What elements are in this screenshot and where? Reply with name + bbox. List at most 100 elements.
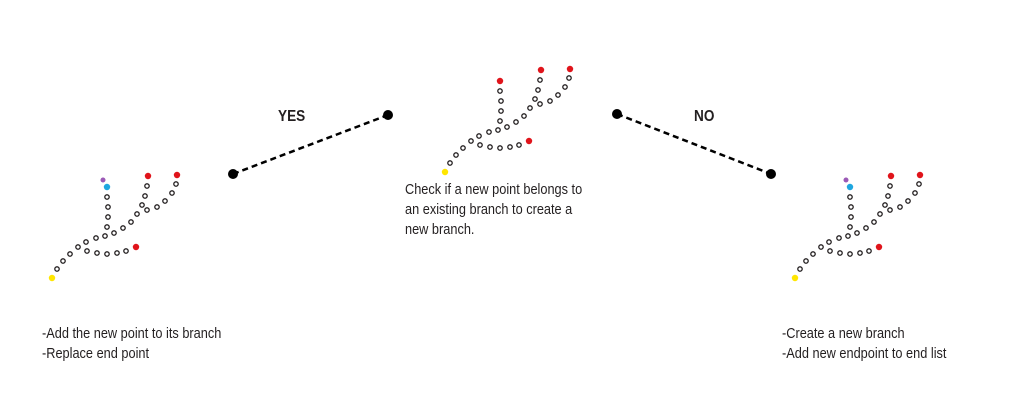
- start-point: [441, 168, 449, 176]
- path-point: [60, 258, 66, 264]
- start-point: [48, 274, 56, 282]
- path-point: [885, 193, 891, 199]
- path-point: [854, 230, 860, 236]
- new-point: [843, 177, 849, 183]
- path-point: [887, 207, 893, 213]
- branch-tree-center: [441, 65, 574, 176]
- action-line: -Replace end point: [42, 345, 150, 362]
- path-point: [845, 233, 851, 239]
- end-point: [887, 172, 895, 180]
- branch-tree-right: [791, 171, 924, 282]
- end-point: [525, 137, 533, 145]
- path-point: [504, 124, 510, 130]
- yes-label: YES: [278, 108, 306, 125]
- path-point: [866, 248, 872, 254]
- path-point: [521, 113, 527, 119]
- no-connector-start-node: [612, 109, 622, 119]
- path-point: [498, 98, 504, 104]
- path-point: [144, 183, 150, 189]
- path-point: [912, 190, 918, 196]
- path-point: [871, 219, 877, 225]
- path-point: [498, 108, 504, 114]
- action-line: -Add new endpoint to end list: [782, 345, 947, 362]
- path-point: [54, 266, 60, 272]
- path-point: [818, 244, 824, 250]
- description-line: new branch.: [405, 221, 475, 238]
- path-point: [142, 193, 148, 199]
- path-point: [476, 133, 482, 139]
- end-point: [144, 172, 152, 180]
- path-point: [162, 198, 168, 204]
- path-point: [477, 142, 483, 148]
- path-point: [877, 211, 883, 217]
- start-point: [791, 274, 799, 282]
- no-connector: [616, 112, 772, 176]
- path-point: [532, 96, 538, 102]
- end-point: [875, 243, 883, 251]
- path-point: [486, 129, 492, 135]
- path-point: [848, 204, 854, 210]
- path-point: [128, 219, 134, 225]
- path-point: [102, 233, 108, 239]
- end-point: [566, 65, 574, 73]
- path-point: [447, 160, 453, 166]
- branch-tree-left: [48, 171, 181, 282]
- path-point: [887, 183, 893, 189]
- path-point: [566, 75, 572, 81]
- path-point: [104, 194, 110, 200]
- path-point: [75, 244, 81, 250]
- description-line: Check if a new point belongs to: [405, 181, 583, 198]
- path-point: [848, 214, 854, 220]
- no-connector-end-node: [766, 169, 776, 179]
- path-point: [827, 248, 833, 254]
- path-point: [837, 250, 843, 256]
- end-point: [132, 243, 140, 251]
- path-point: [460, 145, 466, 151]
- new-point: [100, 177, 106, 183]
- path-point: [120, 225, 126, 231]
- matched-point: [103, 183, 111, 191]
- yes-connector: [232, 113, 389, 176]
- right-actions: -Create a new branch -Add new endpoint t…: [782, 324, 946, 364]
- path-point: [847, 194, 853, 200]
- path-point: [94, 250, 100, 256]
- action-line: -Create a new branch: [782, 325, 905, 342]
- path-point: [537, 77, 543, 83]
- path-point: [123, 248, 129, 254]
- yes-connector-start-node: [228, 169, 238, 179]
- path-point: [916, 181, 922, 187]
- path-point: [836, 235, 842, 241]
- center-description: Check if a new point belongs to an exist…: [405, 180, 582, 240]
- path-point: [797, 266, 803, 272]
- path-point: [497, 88, 503, 94]
- path-point: [537, 101, 543, 107]
- path-point: [84, 248, 90, 254]
- path-point: [154, 204, 160, 210]
- path-point: [803, 258, 809, 264]
- path-point: [453, 152, 459, 158]
- end-point: [496, 77, 504, 85]
- path-point: [497, 145, 503, 151]
- path-point: [863, 225, 869, 231]
- path-point: [93, 235, 99, 241]
- matched-point: [846, 183, 854, 191]
- path-point: [527, 105, 533, 111]
- path-point: [897, 204, 903, 210]
- path-point: [562, 84, 568, 90]
- path-point: [134, 211, 140, 217]
- path-point: [104, 251, 110, 257]
- path-point: [468, 138, 474, 144]
- path-point: [810, 251, 816, 257]
- path-point: [513, 119, 519, 125]
- path-point: [144, 207, 150, 213]
- description-line: an existing branch to create a: [405, 201, 573, 218]
- path-point: [139, 202, 145, 208]
- path-point: [104, 224, 110, 230]
- no-label: NO: [694, 108, 715, 125]
- path-point: [497, 118, 503, 124]
- end-point: [173, 171, 181, 179]
- action-line: -Add the new point to its branch: [42, 325, 222, 342]
- path-point: [495, 127, 501, 133]
- path-point: [826, 239, 832, 245]
